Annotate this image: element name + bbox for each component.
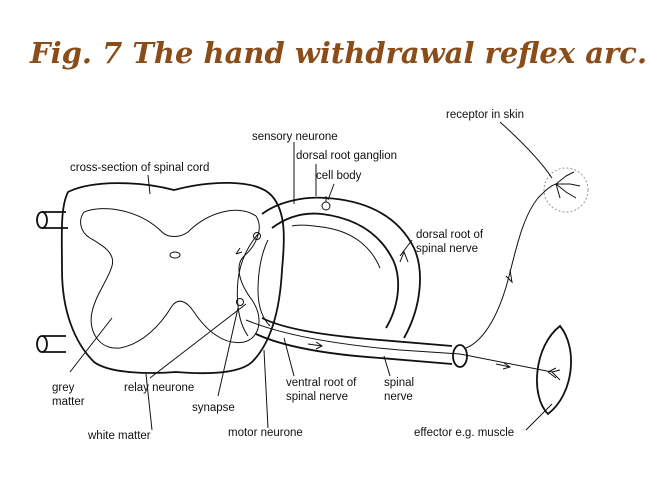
central-canal (169, 251, 181, 259)
label-sensory-neurone: sensory neurone (252, 131, 338, 143)
pointer-spinal-nerve (383, 355, 391, 377)
pointer-white-matter (145, 373, 153, 431)
arrow-dorsal-root (399, 250, 409, 263)
pointer-cross-section (147, 174, 151, 195)
sensory-fibre-to-receptor (465, 183, 557, 349)
arrow-relay (235, 247, 243, 255)
leader-lines (69, 142, 553, 431)
arrow-ventral-root (307, 341, 323, 350)
grey-matter (80, 208, 260, 349)
slide-title: Fig. 7 The hand withdrawal reflex arc. (30, 36, 647, 70)
ventral-root-lower (255, 333, 453, 365)
motor-fibre (245, 319, 553, 373)
sensory-fibre-to-cord (236, 233, 259, 337)
arrow-motor (495, 362, 512, 370)
label-dorsal-root-line1: dorsal root of (416, 229, 484, 241)
receptor-in-skin (543, 167, 589, 213)
label-grey-matter-line1: grey (52, 382, 75, 394)
left-upper-rootlet-end (36, 211, 48, 229)
label-spinal-nerve-line2: nerve (384, 391, 413, 403)
left-upper-rootlet (42, 211, 68, 229)
synapse-upper (253, 232, 261, 240)
sensory-fibre-to-cord-2 (257, 239, 271, 327)
pointer-relay-neurone (149, 303, 247, 379)
pointer-cell-body (327, 183, 335, 201)
effector-muscle (536, 324, 572, 416)
pointer-grey-matter (69, 317, 113, 373)
label-cell-body: cell body (316, 170, 362, 182)
label-ventral-root-line1: ventral root of (286, 377, 357, 389)
dorsal-root-inner (271, 212, 400, 329)
labels: receptor in skin sensory neurone dorsal … (52, 109, 524, 442)
spinal-nerve-trunk (245, 317, 553, 373)
label-ventral-root-line2: spinal nerve (286, 391, 348, 403)
synapse-lower (236, 298, 244, 306)
receptor-pointer (499, 121, 553, 179)
arrow-sensory-fibre (505, 269, 513, 284)
pointer-motor-neurone (263, 349, 269, 429)
pointer-ventral-root (283, 337, 295, 377)
label-cross-section: cross-section of spinal cord (70, 162, 209, 174)
pointer-dorsal-root (399, 239, 413, 257)
pointer-synapse (217, 307, 239, 397)
cell-body (321, 201, 331, 211)
ventral-root-upper (261, 317, 453, 347)
sensory-fibre-inner (291, 224, 381, 269)
label-grey-matter-line2: matter (52, 396, 85, 408)
label-receptor: receptor in skin (446, 109, 524, 121)
label-relay-neurone: relay neurone (124, 382, 194, 394)
dorsal-root-outer (261, 196, 421, 339)
label-effector: effector e.g. muscle (414, 427, 514, 439)
left-lower-rootlet (42, 335, 66, 353)
label-dorsal-root-ganglion: dorsal root ganglion (296, 150, 397, 162)
sensory-neurone-path (235, 196, 421, 339)
label-spinal-nerve-line1: spinal (384, 377, 414, 389)
receptor-path (465, 121, 589, 349)
label-synapse: synapse (192, 402, 235, 414)
left-lower-rootlet-end (36, 335, 48, 353)
label-motor-neurone: motor neurone (228, 427, 303, 439)
pointer-effector (525, 403, 553, 431)
spinal-cord-cross-section (36, 181, 285, 375)
label-white-matter: white matter (87, 430, 151, 442)
spinal-nerve-end (452, 344, 468, 368)
label-dorsal-root-line2: spinal nerve (416, 243, 478, 255)
white-matter-outline (60, 181, 285, 375)
